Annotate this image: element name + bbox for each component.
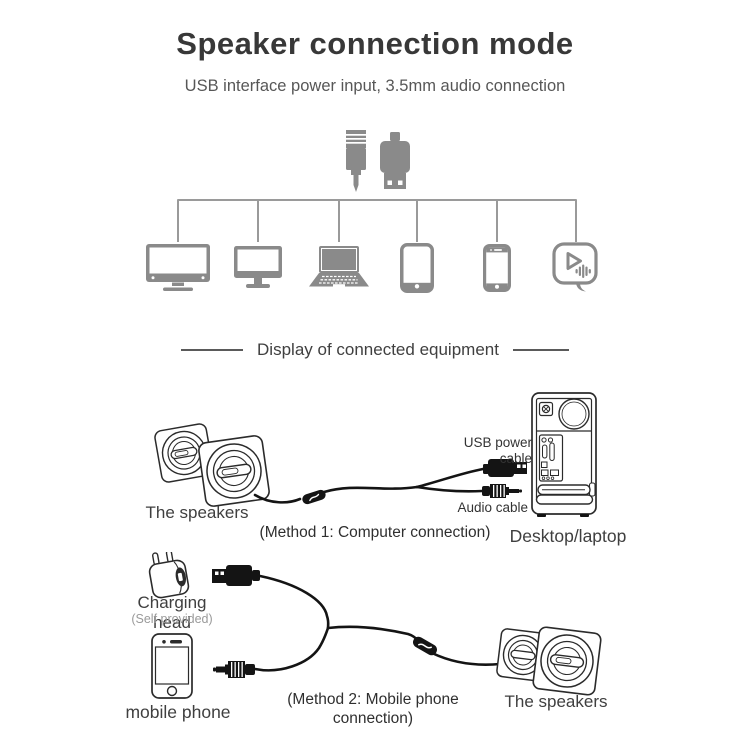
- speakers-label-2: The speakers: [504, 692, 608, 711]
- audio-jack-icon: [346, 130, 366, 192]
- method2-diagram: [148, 552, 602, 699]
- smartphone-icon: [483, 244, 511, 292]
- inline-remote-icon-1: [302, 489, 326, 505]
- laptop-icon: [309, 246, 369, 287]
- speakers-label-1: The speakers: [145, 503, 249, 522]
- charging-head-illustration: [148, 552, 190, 599]
- cable-path-method2: [253, 574, 502, 672]
- divider-line-right: [512, 349, 569, 351]
- divider-line-left: [181, 349, 244, 351]
- desktop-tower-illustration: [531, 392, 597, 517]
- method1-caption: (Method 1: Computer connection): [259, 524, 491, 541]
- connection-tree-lines: [177, 199, 577, 242]
- method1-diagram: [154, 392, 597, 517]
- cable-path-method1: [253, 467, 485, 504]
- inline-remote-icon-2: [413, 636, 437, 656]
- charging-head-label: Charging head: [137, 593, 207, 633]
- audio-jack-black-icon-1: [482, 484, 522, 498]
- section-title: Display of connected equipment: [257, 340, 499, 359]
- usb-plug-black-icon-1: [483, 459, 527, 477]
- section-header: Display of connected equipment: [0, 340, 750, 360]
- mobile-phone-label: mobile phone: [125, 702, 231, 722]
- usb-plug-icon: [380, 132, 410, 189]
- usb-power-cable-label: USB power cable: [463, 435, 532, 467]
- tv-icon: [146, 244, 210, 291]
- self-provided-note: (Self provided): [131, 612, 213, 626]
- audio-jack-black-icon-2: [213, 661, 255, 678]
- speakers-illustration-1: [154, 423, 270, 507]
- desktop-laptop-label: Desktop/laptop: [509, 526, 627, 546]
- method2-caption: (Method 2: Mobile phone connection): [287, 691, 459, 727]
- monitor-icon: [234, 246, 282, 288]
- audio-cable-label: Audio cable: [457, 500, 528, 515]
- page-subtitle: USB interface power input, 3.5mm audio c…: [184, 77, 566, 95]
- tablet-icon: [400, 243, 434, 293]
- page-title: Speaker connection mode: [176, 26, 574, 61]
- mobile-phone-illustration: [151, 633, 193, 699]
- media-player-icon: [552, 242, 598, 292]
- usb-plug-black-icon-2: [212, 565, 260, 586]
- speakers-illustration-2: [496, 626, 602, 696]
